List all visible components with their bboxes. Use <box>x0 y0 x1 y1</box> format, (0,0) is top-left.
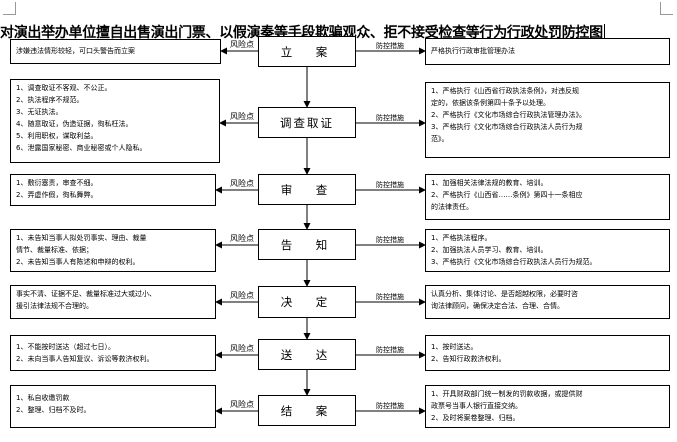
measure-box-filing: 严格执行行政审批管理办法 <box>425 38 670 65</box>
risk-label: 风险点 <box>230 112 254 121</box>
measure-label: 防控措施 <box>376 293 404 301</box>
measure-label: 防控措施 <box>376 402 404 410</box>
page-corner-mark-left <box>3 2 16 15</box>
measure-label: 防控措施 <box>376 114 404 122</box>
diagram-title: 对演出举办单位擅自出售演出门票、以假演奏等手段欺骗观众、拒不接受检查等行为行政处… <box>0 24 605 41</box>
step-investigation: 调查取证 <box>258 107 356 138</box>
step-delivery: 送 达 <box>258 339 356 370</box>
step-review: 审 查 <box>258 174 356 205</box>
measure-label: 防控措施 <box>376 236 404 244</box>
risk-label: 风险点 <box>230 179 254 188</box>
measure-label: 防控措施 <box>376 346 404 354</box>
measure-box-review: 1、加强相关法律法规的教育、培训。2、严格执行《山西省……条例》第四十一条相应的… <box>425 174 670 220</box>
measure-label: 防控措施 <box>376 181 404 189</box>
risk-box-investigation: 1、调查取证不客观、不公正。2、执法程序不规范。3、无证执法。 4、随意取证，伪… <box>10 79 220 163</box>
page-corner-mark-right <box>660 2 673 15</box>
step-filing: 立 案 <box>258 36 356 67</box>
measure-box-decision: 认真分析、集体讨论、是否超越权限，必要时咨询法律顾问，确保决定合法、合理、合情。 <box>425 285 670 319</box>
step-notification: 告 知 <box>258 229 356 260</box>
text-cursor <box>603 24 605 39</box>
risk-label: 风险点 <box>230 400 254 409</box>
step-decision: 决 定 <box>258 286 356 318</box>
measure-box-closing: 1、开具财政部门统一制发的罚款收据，或提供财政票号当事人银行直接交纳。2、及时将… <box>425 385 670 428</box>
risk-box-notification: 1、未告知当事人拟处罚事实、理由、裁量情节、裁量标准、依据；2、未告知当事人有陈… <box>10 229 216 272</box>
measure-box-notification: 1、严格执法程序。2、加强执法人员学习、教育、培训。3、严格执行《文化市场综合行… <box>425 229 670 272</box>
measure-label: 防控措施 <box>376 42 404 50</box>
risk-box-filing: 涉嫌违法情形较轻，可口头警告而立案 <box>10 39 221 64</box>
measure-box-investigation: 1、严格执行《山西省行政执法条例》，对违反规定的，依据该条例第四十条予以处理。2… <box>425 82 670 158</box>
risk-box-review: 1、敷衍塞责，审查不细。2、弄虚作假，徇私舞弊。 <box>10 174 216 206</box>
step-closing: 结 案 <box>258 395 356 426</box>
risk-box-decision: 事实不清、证据不足、裁量标准过大或过小、援引法律法规不合理的。 <box>10 285 216 319</box>
risk-box-delivery: 1、不能按时送达（超过七日）。2、未向当事人告知复议、诉讼等救济权利。 <box>10 335 216 371</box>
risk-label: 风险点 <box>230 234 254 243</box>
measure-box-delivery: 1、按时送达。2、告知行政救济权利。 <box>425 335 670 371</box>
risk-label: 风险点 <box>230 344 254 353</box>
risk-label: 风险点 <box>230 40 254 49</box>
risk-label: 风险点 <box>230 291 254 300</box>
